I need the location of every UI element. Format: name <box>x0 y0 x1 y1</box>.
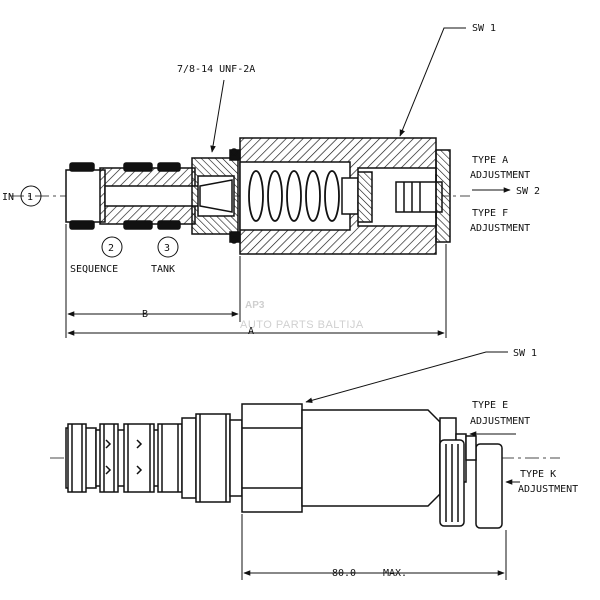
type-f-adjustment-label: ADJUSTMENT <box>470 223 530 234</box>
sequence-label: SEQUENCE <box>70 264 118 275</box>
external-view <box>50 403 560 529</box>
port-2-circle <box>101 236 123 258</box>
threaded-section <box>181 417 197 499</box>
port-2-number: 2 <box>108 243 114 254</box>
section-view <box>10 137 470 255</box>
sw2-label: SW 2 <box>516 186 540 197</box>
type-k-knob-side <box>475 443 503 529</box>
dim-b-label: B <box>142 309 148 320</box>
port-3-number: 3 <box>164 243 170 254</box>
in-label: IN <box>2 192 14 203</box>
thread-spec-label: 7/8-14 UNF-2A <box>177 64 255 75</box>
spring <box>248 170 340 222</box>
watermark: AP3 AUTO PARTS BALTIJA <box>240 300 364 331</box>
inlet-nose <box>65 169 106 223</box>
hex-body <box>241 403 303 513</box>
port-1-circle <box>20 185 42 207</box>
watermark-subtitle: AUTO PARTS BALTIJA <box>240 319 364 331</box>
port-3-circle <box>157 236 179 258</box>
type-e-label: TYPE E <box>472 400 508 411</box>
lock-nut <box>435 149 451 243</box>
watermark-logo: AP3 <box>245 300 265 311</box>
inlet-ring <box>69 162 95 172</box>
type-k-adjustment-label: ADJUSTMENT <box>518 484 578 495</box>
poppet <box>199 179 233 213</box>
type-f-label: TYPE F <box>472 208 508 219</box>
dim-a-label: A <box>248 326 254 337</box>
adjust-screw <box>395 181 443 213</box>
dim-80-value: 80.0 <box>332 568 356 579</box>
type-e-adjustment-label: ADJUSTMENT <box>470 416 530 427</box>
section-annotations <box>20 27 511 338</box>
spring-seat <box>341 177 359 215</box>
external-annotations <box>241 351 520 580</box>
type-k-label: TYPE K <box>520 469 556 480</box>
type-a-label: TYPE A <box>472 155 508 166</box>
spring-housing-tube <box>301 409 441 507</box>
port-1-number: 1 <box>27 192 33 203</box>
tank-label: TANK <box>151 264 175 275</box>
inlet-ring-bottom <box>69 220 95 230</box>
type-a-adjustment-label: ADJUSTMENT <box>470 170 530 181</box>
sw1-top-label: SW 1 <box>472 23 496 34</box>
sw1-bottom-label: SW 1 <box>513 348 537 359</box>
dim-80-max: MAX. <box>383 568 407 579</box>
